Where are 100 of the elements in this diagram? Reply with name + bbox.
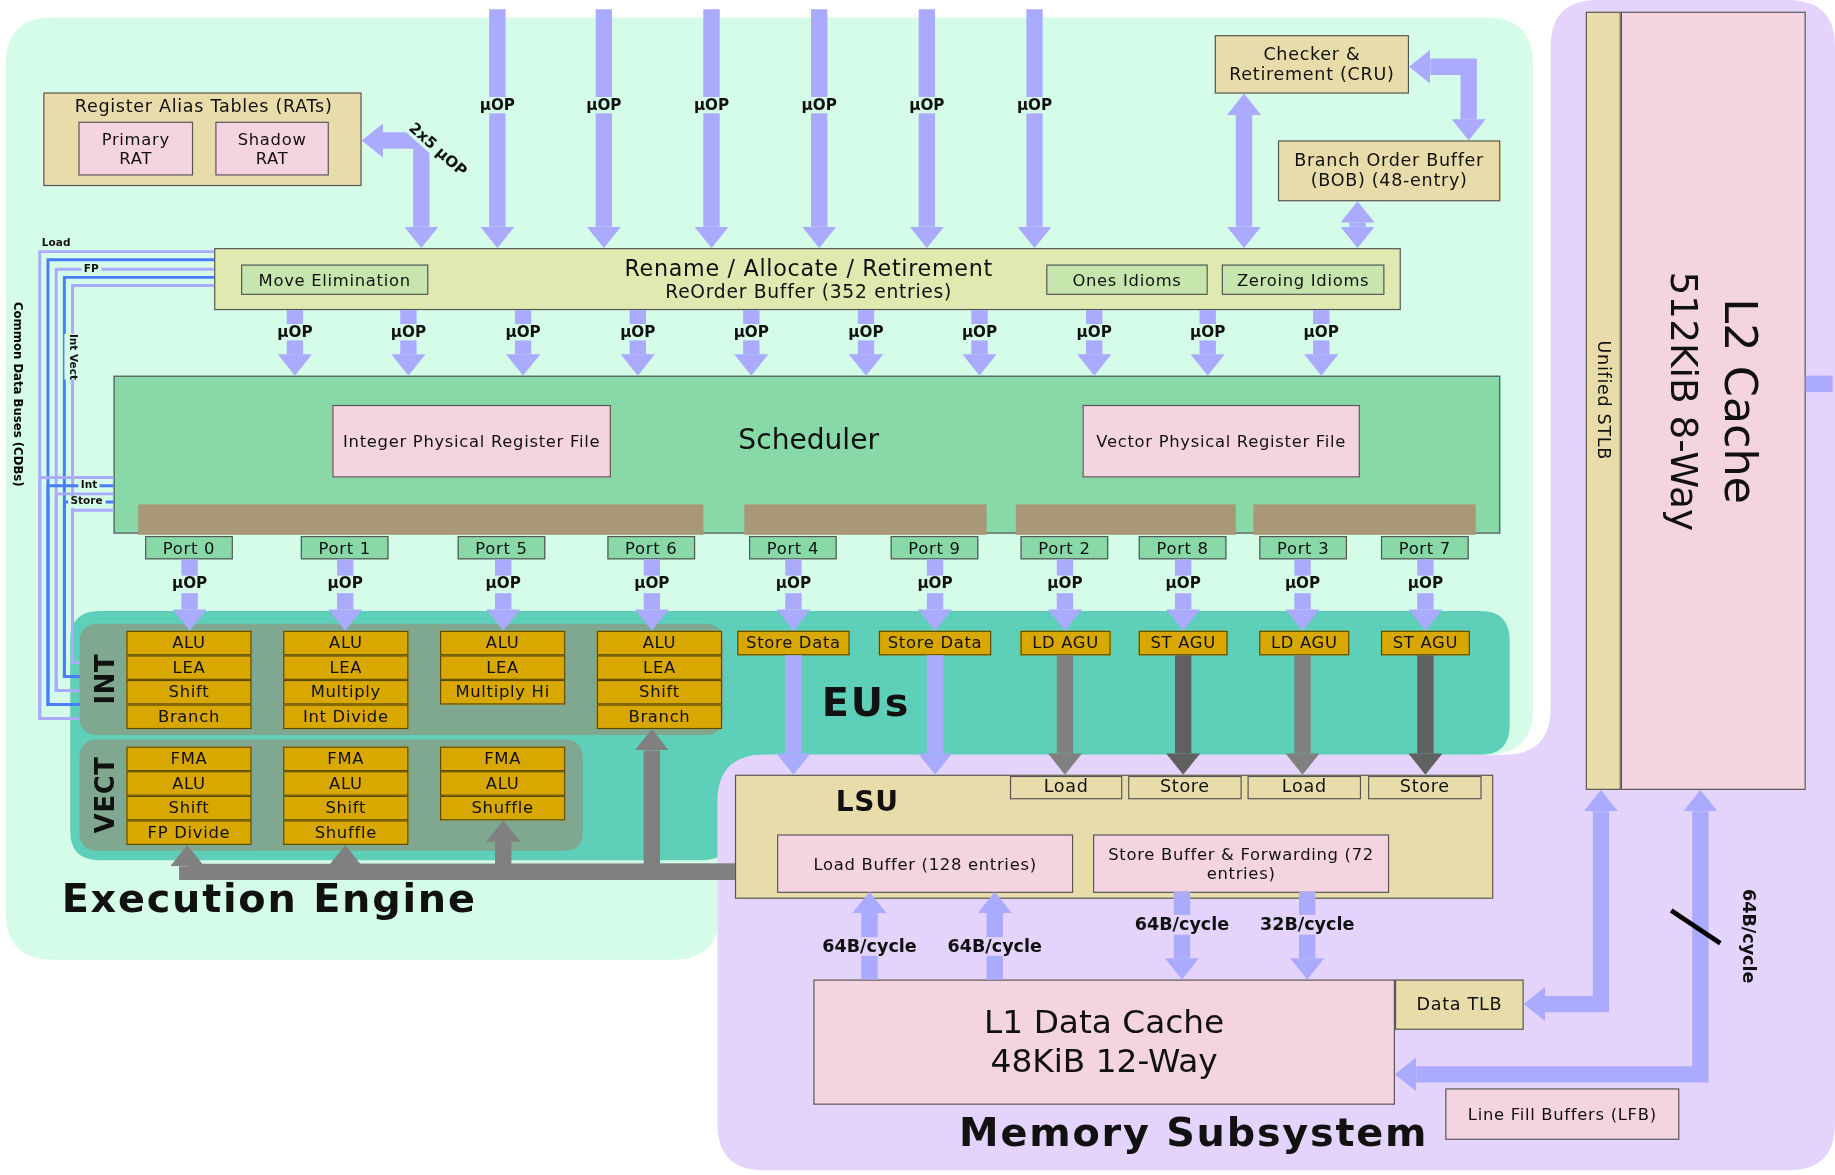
port-bar: [744, 504, 987, 535]
execution-unit-cell: [283, 771, 409, 796]
group-title: VECT: [90, 756, 121, 834]
arrow: [918, 559, 953, 631]
unit-label: Store Data: [887, 633, 983, 653]
bus-line: [1805, 375, 1833, 393]
bus-caption: Common Data Buses (CDBs): [11, 301, 25, 487]
execution-unit-cell: [126, 655, 252, 680]
unit-label: Checker & Retirement (CRU): [1228, 44, 1396, 85]
port-bar: [138, 504, 704, 535]
arrow: [328, 559, 363, 631]
unit-label: Store Data: [746, 633, 841, 653]
bus-line: [71, 508, 114, 664]
unit-label: L1 Data Cache: [984, 1004, 1225, 1043]
unit-label: Store: [1399, 777, 1450, 798]
unit-label: FMA: [484, 749, 522, 769]
region-title: Memory Subsystem: [959, 1109, 1429, 1156]
arrow: [1340, 201, 1375, 249]
unit-label: Port 3: [1276, 538, 1330, 558]
unit-label: ReOrder Buffer (352 entries): [665, 281, 953, 304]
arrow: [1408, 559, 1443, 631]
unit-label: LEA: [329, 658, 363, 678]
unit-label: Branch: [628, 707, 691, 727]
execution-unit-cell: [1380, 630, 1470, 656]
port-box: [1020, 536, 1109, 560]
execution-unit-cell: [283, 820, 409, 845]
unit-label: Multiply Hi: [455, 682, 550, 702]
execution-unit-cell: [596, 704, 723, 730]
execution-unit-cell: [596, 679, 723, 705]
unit-label: LEA: [643, 658, 676, 678]
execution-unit-cell: [283, 655, 409, 680]
unit-box: [1009, 775, 1123, 800]
unit-box: [1277, 140, 1501, 202]
arrow: [1017, 9, 1052, 249]
unit-box: [43, 92, 362, 187]
edge-label: 64B/cycle: [945, 936, 1045, 956]
port-box: [145, 536, 233, 560]
bus-line: [54, 492, 114, 692]
unit-label: LD AGU: [1270, 633, 1338, 653]
arrow: [852, 891, 887, 980]
arrow: [486, 559, 521, 631]
execution-unit-cell: [440, 771, 566, 796]
edge-label: μOP: [1163, 576, 1204, 593]
execution-unit-cell: [126, 704, 252, 730]
unit-label: ALU: [172, 633, 206, 653]
unit-label: Load Buffer (128 entries): [813, 854, 1037, 874]
port-box: [749, 536, 837, 560]
unit-label: Port 4: [766, 538, 820, 558]
group-title: INT: [90, 653, 121, 705]
unit-label: Port 8: [1156, 538, 1209, 558]
unit-label: ALU: [329, 774, 363, 793]
unit-label: Load: [1281, 777, 1327, 798]
unit-label: Scheduler: [738, 425, 879, 458]
execution-unit-cell: [283, 679, 409, 705]
bus-line: [38, 476, 114, 720]
unit-label: Multiply: [310, 682, 381, 702]
arrow: [1285, 655, 1320, 775]
execution-unit-cell: [283, 630, 409, 656]
unit-label: Data TLB: [1416, 994, 1503, 1015]
arrow: [1166, 655, 1201, 775]
unit-label: Shift: [168, 682, 210, 702]
unit-box: [1247, 775, 1362, 800]
execution-unit-cell: [126, 795, 252, 821]
unit-label: Zeroing Idioms: [1236, 270, 1370, 290]
arrow: [977, 891, 1012, 980]
region-title: Execution Engine: [61, 875, 477, 922]
unit-label: ALU: [485, 774, 520, 793]
unit-label: Store: [1159, 777, 1210, 798]
arrow: [634, 559, 669, 631]
buffer-box: [1620, 11, 1806, 790]
unit-box: [1394, 979, 1524, 1030]
edge-label: μOP: [483, 576, 524, 593]
port-box: [1380, 536, 1469, 560]
execution-unit-cell: [596, 655, 723, 680]
buffer-box: [1082, 404, 1360, 478]
unit-label: 48KiB 12-Way: [990, 1042, 1218, 1080]
region-title: EUs: [821, 679, 911, 726]
unit-label: Line Fill Buffers (LFB): [1467, 1104, 1657, 1124]
unit-label: Shift: [325, 798, 367, 818]
rob-box: [214, 248, 1401, 311]
arrow: [1226, 93, 1262, 249]
unit-label: Vector Physical Register File: [1096, 431, 1347, 451]
execution-unit-cell: [1020, 630, 1111, 656]
unit-label: Shuffle: [314, 823, 377, 843]
arrow: [1047, 559, 1082, 631]
execution-unit-cell: [440, 630, 566, 656]
execution-unit-cell: [1259, 630, 1350, 656]
buffer-box: [1093, 834, 1390, 893]
unit-label: LD AGU: [1032, 633, 1099, 653]
unit-label: Port 9: [908, 538, 961, 558]
edge-label: μOP: [846, 323, 886, 341]
unit-label: Port 2: [1038, 538, 1091, 558]
arrow: [1290, 891, 1325, 980]
unit-label: ALU: [329, 633, 363, 653]
arrow: [1164, 891, 1199, 980]
arrow: [506, 310, 541, 376]
group-panel: [79, 623, 724, 735]
execution-unit-cell: [440, 655, 566, 680]
arrow: [918, 655, 953, 775]
execution-unit-cell: [283, 746, 409, 772]
